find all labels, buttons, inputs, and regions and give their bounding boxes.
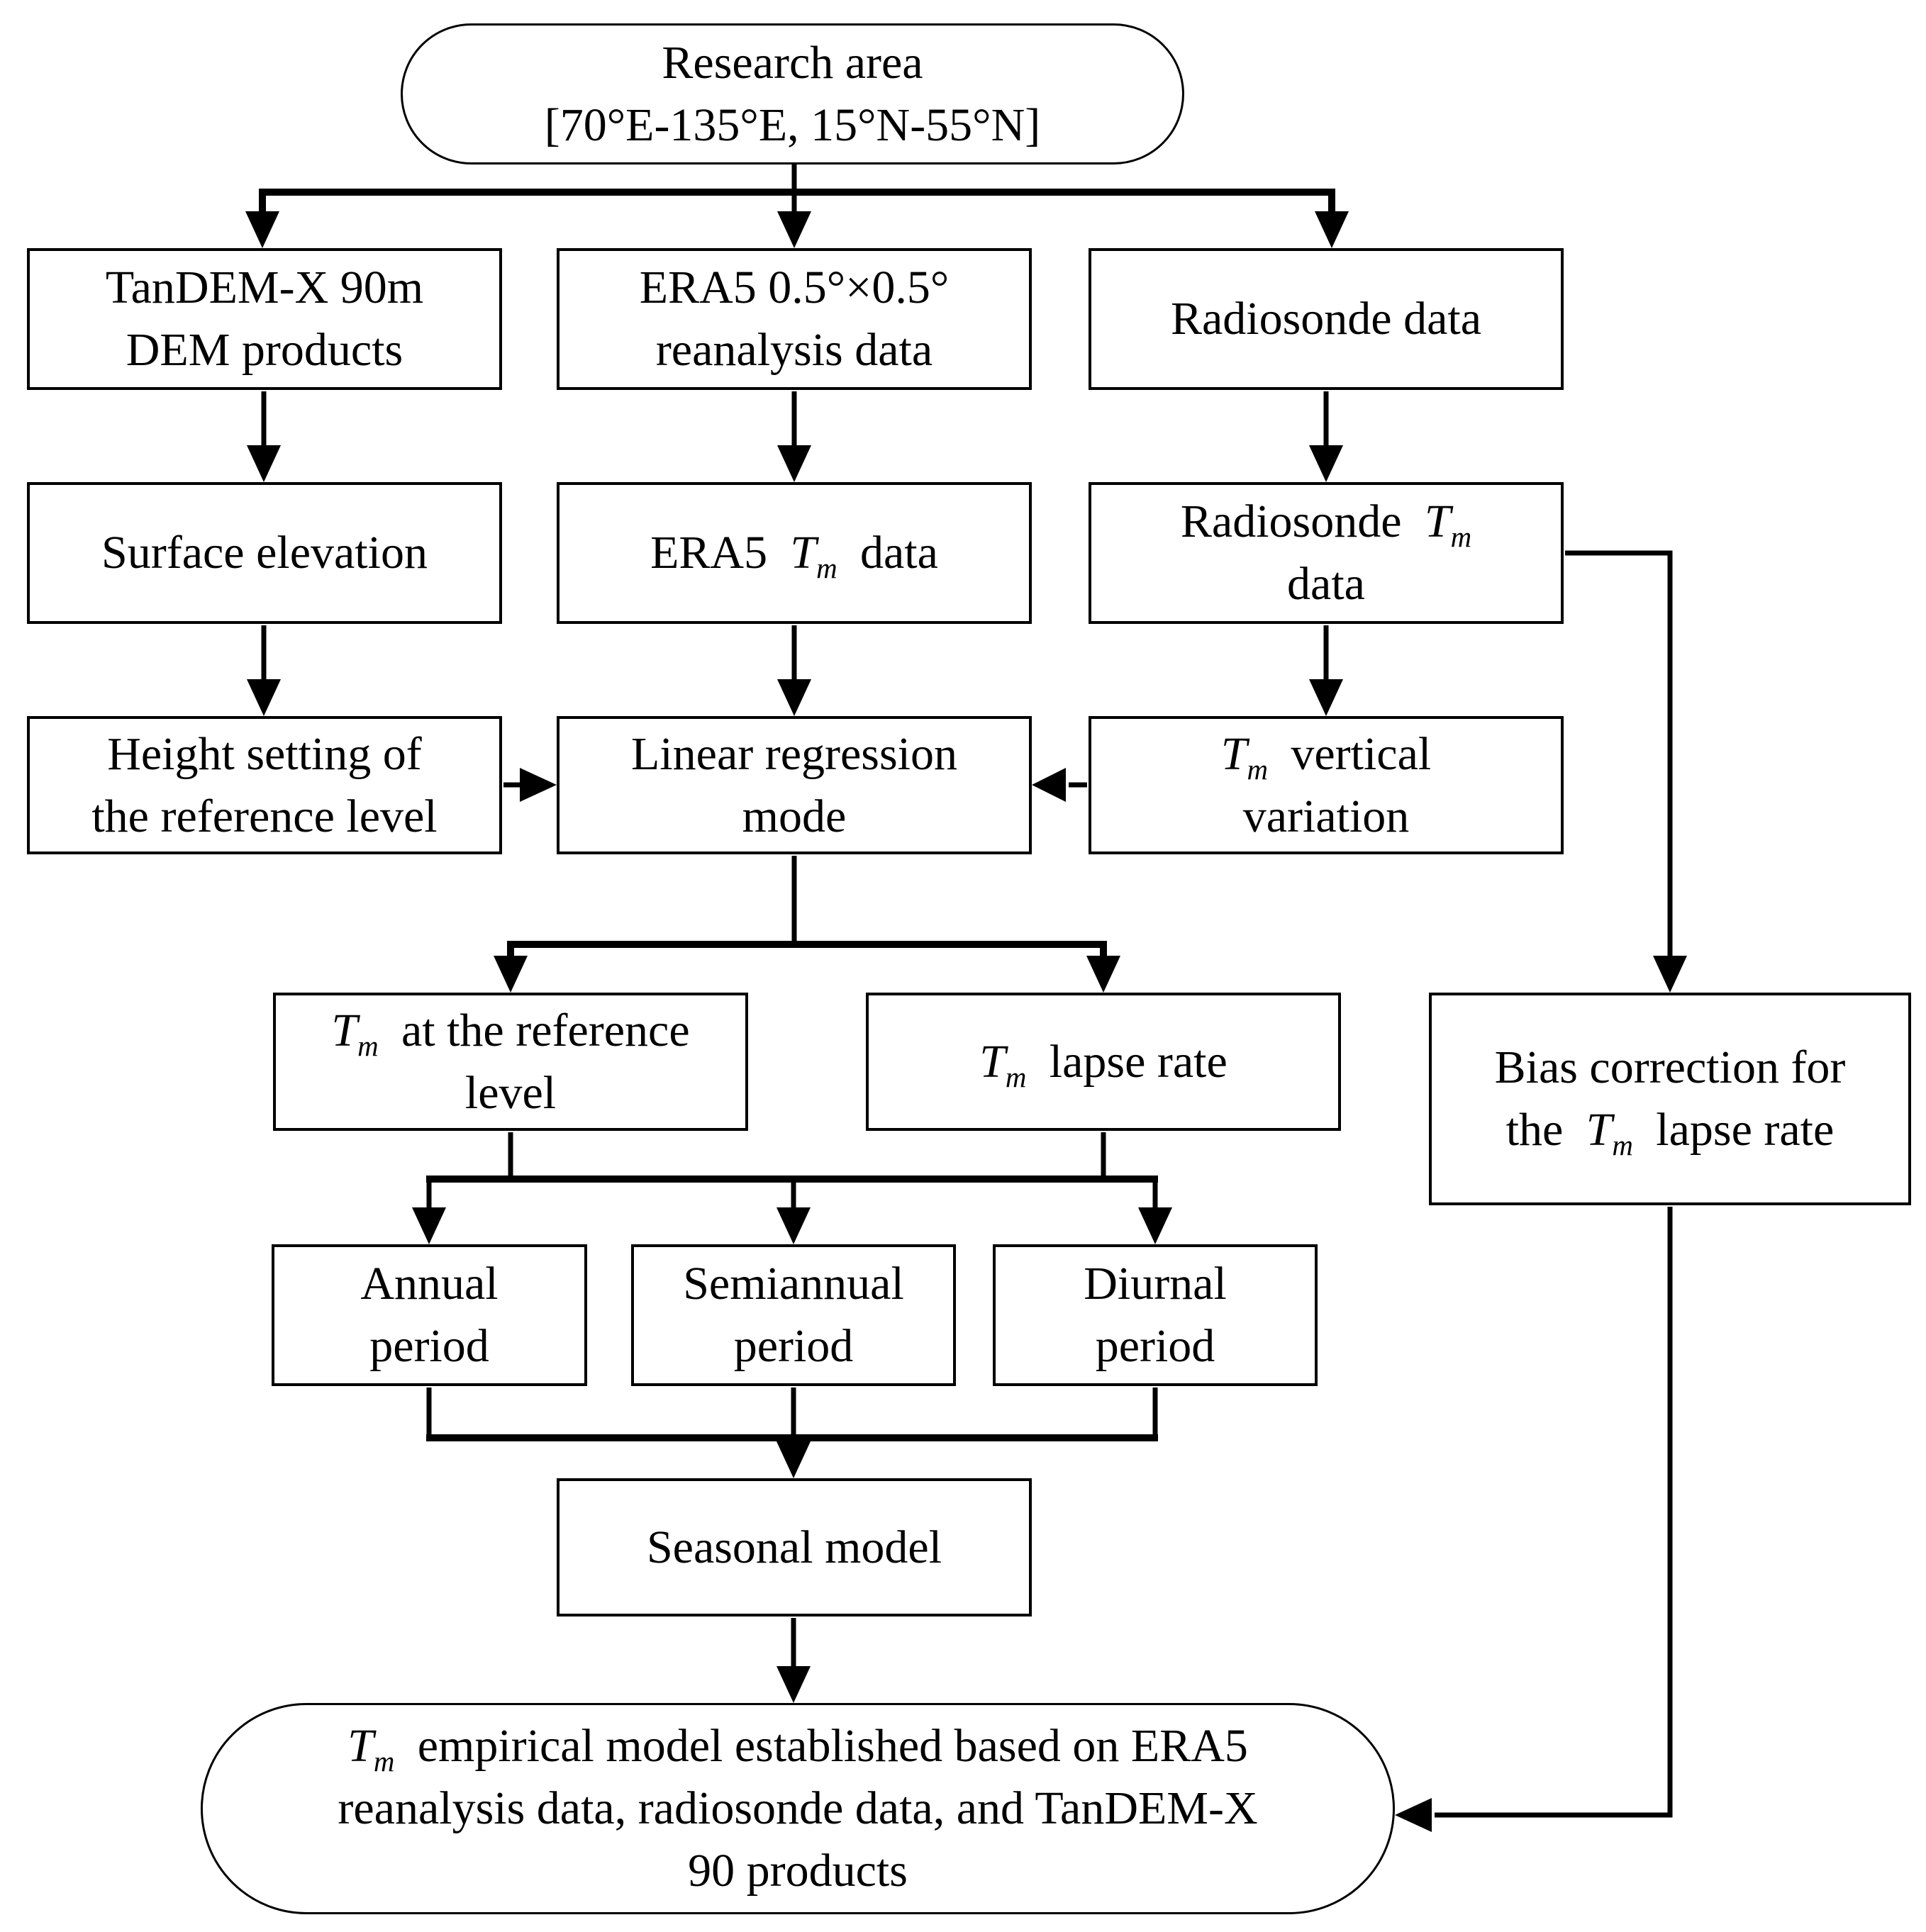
node-label: period bbox=[1095, 1320, 1215, 1372]
node-tm-at-reference: Tm at the reference level bbox=[273, 993, 748, 1131]
node-label: data bbox=[1287, 558, 1365, 610]
node-annual-period: Annual period bbox=[272, 1244, 587, 1386]
node-label: at the reference bbox=[401, 1004, 690, 1056]
node-semiannual-period: Semiannual period bbox=[631, 1244, 956, 1386]
node-radiosonde-tm-data: Radiosonde Tm data bbox=[1089, 482, 1564, 624]
tm-symbol: Tm bbox=[331, 1004, 379, 1062]
node-height-setting: Height setting of the reference level bbox=[27, 716, 502, 854]
node-label: [70°E-135°E, 15°N-55°N] bbox=[544, 99, 1041, 151]
node-label: level bbox=[464, 1066, 557, 1119]
node-label: Semiannual bbox=[683, 1258, 904, 1310]
node-label: Bias correction for bbox=[1494, 1042, 1846, 1093]
node-label: vertical bbox=[1291, 727, 1432, 780]
node-label: Radiosonde data bbox=[1170, 293, 1482, 345]
tm-symbol: Tm bbox=[347, 1720, 395, 1778]
node-label: Annual bbox=[360, 1258, 499, 1310]
connector-radiosonde-to-radiosondetm bbox=[1309, 391, 1343, 482]
node-label: 90 products bbox=[688, 1845, 908, 1897]
connector-outputs-to-periods bbox=[412, 1132, 1172, 1244]
connector-era5tm-to-regression bbox=[777, 625, 811, 716]
tm-symbol: Tm bbox=[790, 527, 837, 585]
node-label: Height setting of bbox=[107, 727, 422, 780]
connector-era5-to-era5tm bbox=[777, 391, 811, 482]
node-era5-reanalysis: ERA5 0.5°×0.5° reanalysis data bbox=[557, 248, 1032, 390]
connector-surface-to-height bbox=[247, 625, 281, 716]
connector-radiosondetm-to-vertical bbox=[1309, 625, 1343, 716]
connector-height-to-regression bbox=[503, 768, 557, 802]
tm-symbol: Tm bbox=[1424, 496, 1472, 554]
tm-symbol: Tm bbox=[1586, 1104, 1633, 1162]
node-label: Seasonal model bbox=[646, 1521, 942, 1573]
node-research-area: Research area [70°E-135°E, 15°N-55°N] bbox=[401, 23, 1184, 164]
node-label: Linear regression bbox=[631, 727, 957, 780]
node-label: Surface elevation bbox=[101, 527, 428, 579]
node-label: ERA5 0.5°×0.5° bbox=[639, 262, 950, 313]
node-bias-correction: Bias correction for the Tm lapse rate bbox=[1429, 993, 1911, 1205]
node-label: empirical model established based on ERA… bbox=[417, 1720, 1248, 1772]
node-label: Diurnal bbox=[1084, 1258, 1227, 1310]
connector-research-to-sources bbox=[245, 163, 1349, 248]
node-linear-regression: Linear regression mode bbox=[557, 716, 1032, 854]
connector-radiosondetm-to-bias bbox=[1565, 550, 1687, 993]
node-label: DEM products bbox=[126, 324, 403, 376]
node-label: period bbox=[733, 1320, 854, 1372]
node-seasonal-model: Seasonal model bbox=[557, 1478, 1032, 1616]
node-label: period bbox=[369, 1320, 489, 1372]
node-final-model: Tm empirical model established based on … bbox=[201, 1703, 1395, 1914]
connector-tandem-to-surface bbox=[247, 391, 281, 482]
node-diurnal-period: Diurnal period bbox=[993, 1244, 1318, 1386]
node-label: lapse rate bbox=[1049, 1035, 1228, 1088]
node-radiosonde-data: Radiosonde data bbox=[1089, 248, 1564, 390]
node-era5-tm-data: ERA5 Tm data bbox=[557, 482, 1032, 624]
node-label: the bbox=[1505, 1104, 1564, 1156]
tm-symbol: Tm bbox=[979, 1035, 1027, 1093]
node-surface-elevation: Surface elevation bbox=[27, 482, 502, 624]
node-tm-lapse-rate: Tm lapse rate bbox=[866, 993, 1341, 1131]
connector-periods-to-seasonal bbox=[426, 1387, 1158, 1478]
node-label: Research area bbox=[662, 36, 923, 89]
node-label: mode bbox=[742, 790, 847, 842]
tm-symbol: Tm bbox=[1220, 727, 1269, 786]
node-tm-vertical-variation: Tm vertical variation bbox=[1089, 716, 1564, 854]
node-label: TanDEM-X 90m bbox=[105, 262, 424, 313]
connector-seasonal-to-final bbox=[776, 1618, 811, 1703]
connector-bias-to-final bbox=[1395, 1207, 1673, 1832]
node-label: lapse rate bbox=[1656, 1104, 1835, 1156]
connector-vertical-to-regression bbox=[1032, 768, 1087, 802]
node-label: reanalysis data, radiosonde data, and Ta… bbox=[338, 1782, 1258, 1834]
connector-regression-to-outputs bbox=[494, 856, 1120, 993]
node-label: reanalysis data bbox=[655, 324, 933, 376]
node-label: Radiosonde bbox=[1180, 496, 1402, 547]
node-tandem-dem: TanDEM-X 90m DEM products bbox=[27, 248, 502, 390]
node-label: the reference level bbox=[91, 790, 438, 842]
node-label: variation bbox=[1242, 790, 1410, 842]
node-label: data bbox=[859, 527, 938, 579]
node-label: ERA5 bbox=[650, 527, 768, 579]
